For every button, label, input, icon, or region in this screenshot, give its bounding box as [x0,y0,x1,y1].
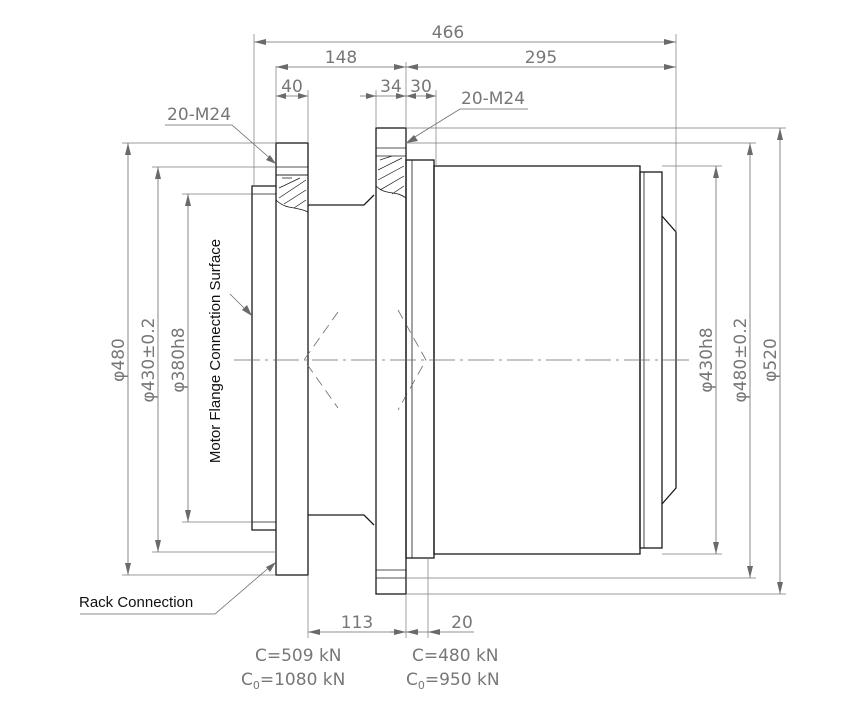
middle-flange [375,127,407,595]
bottom-dimensions: 113 20 [307,558,474,638]
bolt-callouts: 20-M24 20-M24 [165,89,528,164]
motor-pilot [251,185,276,531]
dia-right-pitch: φ480±0.2 [731,318,751,403]
dim-overall-length: 466 [432,23,464,43]
dia-right-body: φ430h8 [697,327,717,392]
note-motor-flange: Motor Flange Connection Surface [207,239,224,463]
dim-left-section: 148 [325,48,357,68]
part-outline [251,127,677,595]
note-rack-connection: Rack Connection [79,594,193,611]
left-flange-section-hatch [275,174,309,213]
dim-right-section: 295 [525,48,557,68]
load-left-c: C=509 kN [255,646,342,666]
notes: Motor Flange Connection Surface Rack Con… [79,239,276,615]
dim-bottom-left: 113 [341,613,373,633]
bolt-callout-left: 20-M24 [167,105,231,125]
middle-flange-section-hatch [375,155,407,199]
dim-mid-flange-width: 34 [380,77,402,97]
load-right-c0: C0=950 kN [406,670,500,692]
dim-mid-offset: 30 [410,77,432,97]
load-right-c: C=480 kN [412,646,499,666]
dim-bottom-right: 20 [451,613,473,633]
dia-left-pitch: φ430±0.2 [139,318,159,403]
diameter-dimensions: φ480 φ430±0.2 φ380h8 φ430h8 φ480±0.2 φ52… [109,127,786,595]
load-left-c0: C0=1080 kN [241,670,345,692]
dia-right-outer: φ520 [761,338,781,382]
neck-top [308,194,375,206]
neck-bottom [308,514,375,526]
hidden-gear-right [397,309,427,411]
left-flange [275,142,309,576]
hub-ring-inner [405,159,435,559]
load-ratings: C=509 kN C0=1080 kN C=480 kN C0=950 kN [241,646,500,692]
dia-left-outer: φ480 [109,338,129,382]
hidden-gear-left [303,311,339,409]
dim-left-flange-width: 40 [281,77,303,97]
dia-left-pilot: φ380h8 [169,327,189,392]
bolt-callout-right: 20-M24 [461,89,525,109]
top-dimensions: 466 148 295 40 34 30 [253,23,677,232]
